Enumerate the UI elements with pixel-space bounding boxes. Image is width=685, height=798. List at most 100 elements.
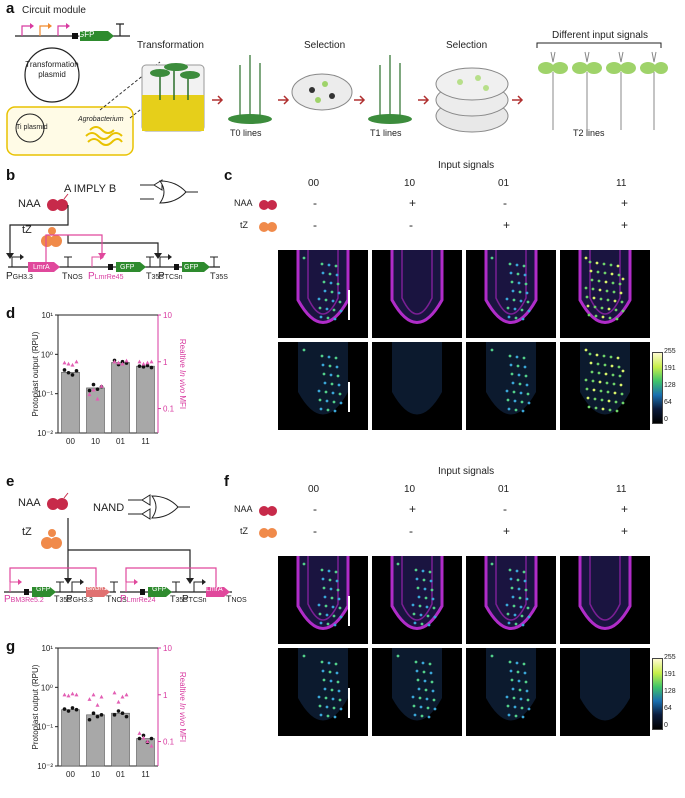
fluorescent-nucleus: [421, 661, 425, 665]
sign-marker: +: [621, 524, 629, 538]
fluorescent-nucleus: [512, 696, 516, 700]
panel-label-c: c: [224, 167, 233, 184]
fluorescent-nucleus: [526, 300, 530, 304]
fluorescent-nucleus: [617, 273, 621, 277]
fluorescent-nucleus: [596, 270, 600, 274]
sign-marker: -: [409, 524, 413, 538]
invivo-point: [66, 693, 71, 698]
protoplast-point: [66, 709, 71, 713]
fluorescent-nucleus: [518, 290, 522, 294]
fluorescent-nucleus: [422, 670, 426, 674]
fluorescent-nucleus: [338, 392, 342, 396]
fluorescent-nucleus: [608, 408, 612, 412]
root-inner: [495, 250, 527, 315]
fluorescent-nucleus: [511, 289, 515, 293]
protoplast-point: [62, 368, 67, 372]
step-selection-2: Selection: [446, 40, 488, 51]
p-gh33-label-b: PGH3.3: [6, 271, 33, 282]
fluorescent-nucleus: [594, 406, 598, 410]
fluorescent-nucleus: [327, 661, 331, 665]
fluorescent-nucleus: [609, 355, 613, 359]
fluorescent-nucleus: [338, 606, 342, 610]
fluorescent-nucleus: [523, 579, 527, 583]
merged-root-image: [278, 556, 368, 644]
fluorescent-nucleus: [587, 313, 591, 317]
circuit-diagram-b: [6, 205, 220, 272]
y-tick-label: 10⁻¹: [37, 723, 53, 732]
fluorescent-nucleus: [521, 317, 525, 321]
fluorescent-nucleus: [322, 280, 326, 284]
fluorescent-nucleus: [507, 407, 511, 411]
fluorescent-nucleus: [332, 706, 336, 710]
fluorescent-nucleus: [490, 654, 494, 658]
naa-molecule-icon-e: [47, 492, 69, 510]
fluorescent-nucleus: [423, 587, 427, 591]
fluorescent-nucleus: [525, 291, 529, 295]
fluorescent-nucleus: [334, 570, 338, 574]
fluorescent-nucleus: [509, 669, 513, 673]
arrow-2-icon: [278, 95, 290, 105]
invivo-point: [99, 384, 104, 388]
tz-label-b: tZ: [22, 224, 32, 236]
condition-label: 01: [498, 484, 510, 495]
selection-plate-stack-icon: [435, 67, 509, 133]
fluorescent-nucleus: [430, 680, 434, 684]
fluorescent-nucleus: [519, 605, 523, 609]
fluorescent-nucleus: [601, 315, 605, 319]
fluorescent-nucleus: [586, 396, 590, 400]
root-inner: [401, 250, 433, 315]
sign-marker: +: [621, 218, 629, 232]
fluorescent-nucleus: [513, 705, 517, 709]
fluorescent-nucleus: [525, 689, 529, 693]
fluorescent-nucleus: [413, 621, 417, 625]
panel-label-f: f: [224, 473, 229, 490]
fluorescent-nucleus: [611, 281, 615, 285]
fluorescent-nucleus: [325, 705, 329, 709]
fluorescent-nucleus: [417, 687, 421, 691]
bar: [136, 738, 155, 767]
fluorescent-nucleus: [334, 662, 338, 666]
gfp2-label-e: GFP: [152, 586, 167, 593]
tz-molecule-icon-b: [41, 227, 62, 247]
fluorescent-nucleus: [605, 381, 609, 385]
fluorescent-nucleus: [607, 307, 611, 311]
fluorescent-nucleus: [331, 697, 335, 701]
fluorescent-nucleus: [596, 362, 600, 366]
protoplast-point: [87, 717, 92, 722]
protoplast-point: [70, 373, 75, 377]
fluorescent-nucleus: [527, 401, 531, 405]
fluorescent-nucleus: [526, 606, 530, 610]
fluorescent-nucleus: [520, 614, 524, 618]
protoplast-point: [116, 709, 121, 713]
fluorescent-nucleus: [320, 262, 324, 266]
t-35s-label-b: T35S: [146, 271, 164, 281]
arrow-1-icon: [212, 95, 224, 105]
fluorescent-nucleus: [329, 281, 333, 285]
colorbar-tick-label: 0: [664, 722, 668, 729]
fluorescent-nucleus: [616, 264, 620, 268]
condition-label: 01: [498, 178, 510, 189]
gfp-root-image: [372, 342, 462, 430]
fluorescent-nucleus: [599, 297, 603, 301]
condition-label: 10: [404, 178, 416, 189]
fluorescent-nucleus: [336, 374, 340, 378]
fluorescent-nucleus: [588, 352, 592, 356]
fluorescent-nucleus: [321, 271, 325, 275]
x-tick-label: 11: [141, 770, 150, 779]
colorbar-tick-label: 255: [664, 654, 676, 661]
fluorescent-nucleus: [584, 348, 588, 352]
p-bm3-label-e: PBM3Re5.2: [4, 594, 44, 605]
protoplast-point: [99, 713, 104, 717]
fluorescent-nucleus: [621, 277, 625, 281]
fluorescent-nucleus: [621, 401, 625, 405]
selection-plate-1-icon: [291, 73, 353, 111]
fluorescent-nucleus: [597, 371, 601, 375]
fluorescent-nucleus: [521, 715, 525, 719]
protoplast-point: [141, 733, 146, 738]
tz-label-e: tZ: [22, 526, 32, 538]
agrobacterium-label: Agrobacterium: [78, 116, 124, 123]
fluorescent-nucleus: [330, 688, 334, 692]
fluorescent-nucleus: [511, 381, 515, 385]
y2-tick-label: 1: [163, 691, 168, 700]
t1-plant-icon: [368, 55, 412, 124]
